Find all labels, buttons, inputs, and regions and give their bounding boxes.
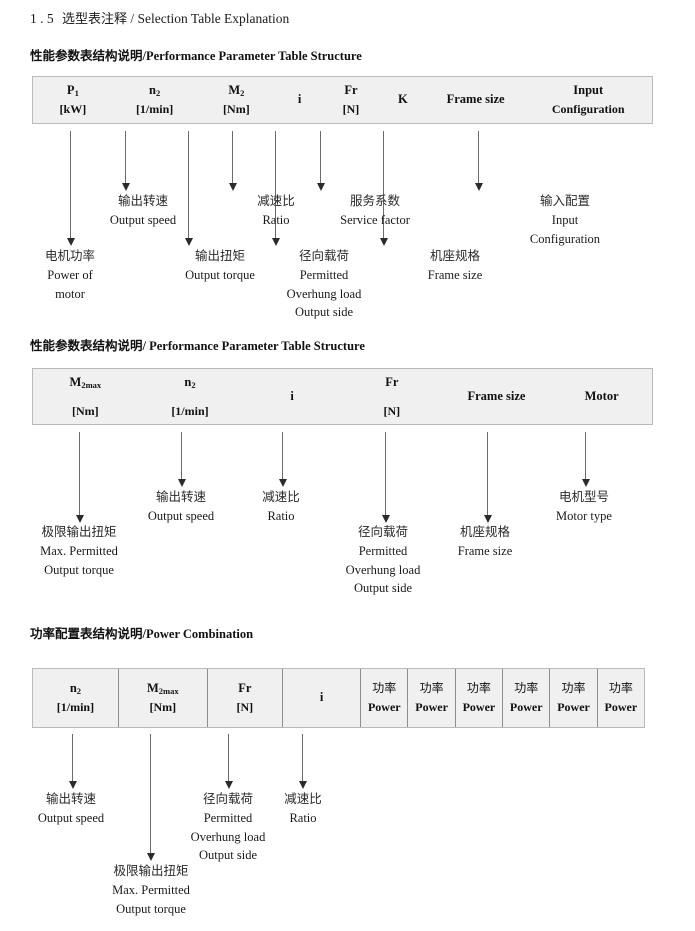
annotation-label: 减速比 Ratio (262, 489, 300, 523)
table-column-header: K (397, 92, 408, 107)
annotation-label: 输出转速 Output speed (109, 193, 177, 227)
annotation-label: 径向载荷 Permitted Overhung load Output side (286, 248, 362, 320)
table-column-header: n2 [1/min] (171, 374, 209, 418)
annotation-label: 输出扭矩 Output torque (185, 248, 255, 282)
page-title: 1 . 5 选型表注释 / Selection Table Explanatio… (30, 8, 289, 27)
annotation-label: 减速比 Ratio (257, 193, 295, 227)
callout-arrow (271, 131, 280, 246)
table-column-header: Fr [N] (342, 83, 360, 117)
section-number: 1 . 5 (30, 11, 54, 26)
heading-en: Power Combination (146, 627, 254, 641)
table-column-header: Fr [N] (206, 669, 282, 727)
section-title-separator: / (130, 11, 135, 26)
annotation-label: 极限输出扭矩 Max. Permitted Output torque (112, 863, 190, 916)
annotation-label: 输出转速 Output speed (37, 791, 105, 825)
annotation-label: 机座规格 Frame size (427, 248, 483, 282)
annotation-label: 服务系数 Service factor (340, 193, 410, 227)
annotation-label: 径向载荷 Permitted Overhung load Output side (345, 524, 421, 596)
table-column-header: 功率 Power (596, 669, 644, 727)
table-column-header: 功率 Power (502, 669, 549, 727)
section-title-cn: 选型表注释 (62, 12, 128, 27)
table-column-header: 功率 Power (360, 669, 407, 727)
callout-arrow (474, 131, 483, 191)
heading-power-combination: 功率配置表结构说明/Power Combination (30, 623, 253, 642)
table-performance-parameter-2: M2max [Nm] n2 [1/min] i Fr [N] Frame siz… (32, 368, 653, 425)
table-column-header: M2 [Nm] (223, 83, 250, 117)
callout-arrow (316, 131, 325, 191)
heading-cn: 性能参数表结构说明 (30, 338, 143, 353)
callout-arrow (66, 131, 75, 246)
callout-arrow (146, 734, 155, 861)
callout-arrow (68, 734, 77, 789)
table-column-header: 功率 Power (549, 669, 596, 727)
table-power-combination: n2 [1/min] M2max [Nm] Fr [N] i 功率 Power … (32, 668, 645, 728)
section-title-en: Selection Table Explanation (137, 11, 290, 26)
annotation-label: 极限输出扭矩 Max. Permitted Output torque (40, 524, 118, 577)
callout-arrow (75, 432, 84, 523)
table-column-header: M2max [Nm] (117, 669, 207, 727)
callout-arrow (379, 131, 388, 246)
annotation-label: 输出转速 Output speed (147, 489, 215, 523)
table-column-header: 功率 Power (407, 669, 454, 727)
heading-separator: / (142, 49, 146, 63)
callout-arrow (184, 131, 193, 246)
callout-arrow (121, 131, 130, 191)
table-column-header: M2max [Nm] (69, 374, 102, 418)
heading-performance-parameter-1: 性能参数表结构说明/Performance Parameter Table St… (30, 45, 362, 64)
callout-arrow (278, 432, 287, 487)
table-performance-parameter-1: P1 [kW] n2 [1/min] M2 [Nm] i Fr [N] K Fr… (32, 76, 653, 124)
heading-cn: 性能参数表结构说明 (30, 48, 143, 63)
table-column-header: i (290, 388, 294, 403)
table-column-header: Fr [N] (383, 374, 401, 418)
heading-en: Performance Parameter Table Structure (146, 49, 362, 63)
callout-arrow (483, 432, 492, 523)
table-column-header: Frame size (467, 388, 526, 403)
callout-arrow (381, 432, 390, 523)
heading-separator: / (142, 339, 146, 353)
callout-arrow (177, 432, 186, 487)
annotation-label: 输入配置 Input Configuration (529, 193, 601, 246)
table-column-header: i (297, 92, 302, 107)
annotation-label: 径向载荷 Permitted Overhung load Output side (190, 791, 266, 863)
heading-separator: / (142, 627, 146, 641)
table-column-header: Frame size (446, 92, 505, 107)
annotation-label: 机座规格 Frame size (457, 524, 513, 558)
callout-arrow (581, 432, 590, 487)
callout-arrow (228, 131, 237, 191)
table-column-header: 功率 Power (454, 669, 502, 727)
callout-arrow (224, 734, 233, 789)
table-column-header: n2 [1/min] (56, 681, 95, 715)
table-column-header: n2 [1/min] (135, 83, 174, 117)
table-column-header: Input Configuration (551, 83, 625, 117)
annotation-label: 电机功率 Power of motor (44, 248, 96, 301)
annotation-label: 减速比 Ratio (284, 791, 322, 825)
annotation-label: 电机型号 Motor type (556, 489, 612, 523)
table-column-header: P1 [kW] (59, 83, 87, 117)
heading-en: Performance Parameter Table Structure (149, 339, 365, 353)
table-column-header: Motor (584, 388, 619, 403)
heading-performance-parameter-2: 性能参数表结构说明/ Performance Parameter Table S… (30, 335, 365, 354)
heading-cn: 功率配置表结构说明 (30, 626, 143, 641)
callout-arrow (298, 734, 307, 789)
table-column-header: i (281, 669, 360, 727)
